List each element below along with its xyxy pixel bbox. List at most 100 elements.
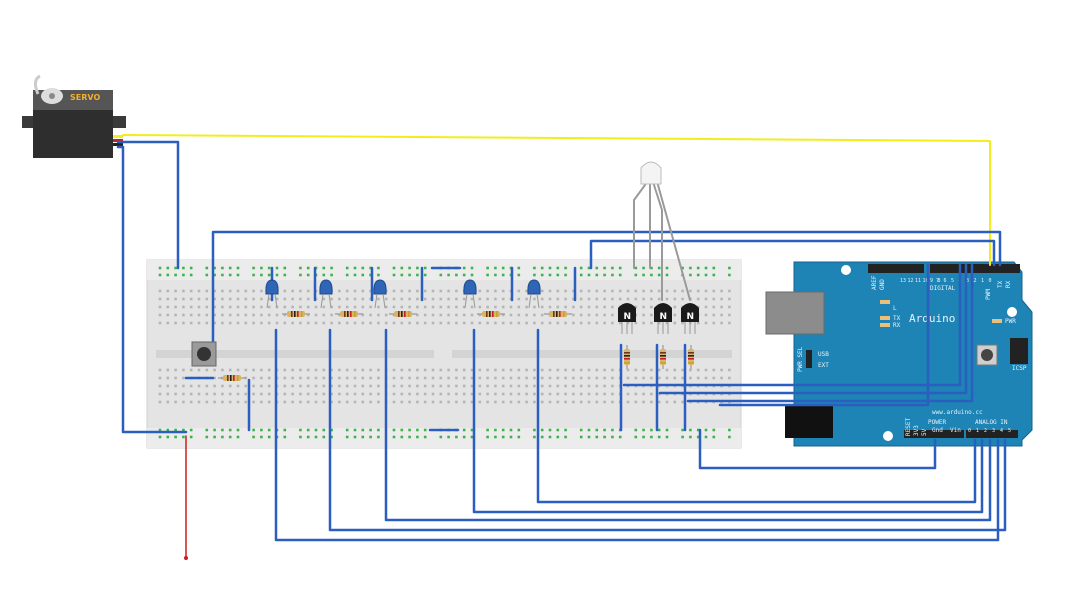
breadboard-hole [455, 289, 458, 293]
wire-servo-gnd [116, 145, 188, 434]
breadboard-hole [540, 384, 544, 388]
breadboard-hole [720, 321, 723, 325]
arduino-brand: Arduino [909, 312, 955, 325]
power-rail-hole [369, 273, 372, 277]
breadboard-hole [377, 400, 380, 404]
breadboard-hole [260, 384, 263, 388]
breadboard-hole [564, 376, 567, 380]
breadboard-hole [189, 313, 193, 317]
breadboard-hole [556, 305, 560, 309]
vin-label: Vin [950, 427, 961, 434]
breadboard-hole [416, 321, 419, 325]
capacitor-icon [373, 279, 387, 295]
breadboard-hole [338, 368, 341, 372]
breadboard-hole [431, 313, 435, 317]
power-rail-hole [564, 428, 567, 432]
power-rail-hole [392, 273, 396, 277]
power-rail-hole [322, 435, 326, 439]
breadboard-hole [462, 313, 466, 317]
digital-pin-number: 1 [981, 278, 984, 284]
resistor-band [660, 362, 666, 364]
breadboard-hole [369, 305, 372, 309]
breadboard-hole [392, 392, 396, 396]
breadboard-hole [494, 305, 497, 309]
breadboard-hole [275, 313, 279, 317]
breadboard-hole [650, 305, 653, 309]
power-rail-hole [689, 273, 692, 277]
breadboard-hole [197, 289, 201, 293]
power-rail-hole [501, 266, 505, 270]
breadboard-hole [338, 305, 341, 309]
breadboard-hole [166, 321, 170, 325]
breadboard-hole [572, 392, 575, 396]
breadboard-hole [197, 384, 201, 388]
wire-pwm-2 [658, 263, 968, 395]
breadboard-hole [291, 368, 294, 372]
breadboard-hole [400, 321, 404, 325]
breadboard-hole [384, 305, 388, 309]
power-rail-hole [533, 435, 536, 439]
breadboard-hole [728, 305, 731, 309]
power-rail-hole [696, 435, 700, 439]
breadboard-hole [283, 376, 287, 380]
power-rail-hole [392, 266, 396, 270]
breadboard-hole [345, 305, 349, 309]
breadboard-hole [369, 321, 372, 325]
power-rail-hole [400, 428, 404, 432]
digital-pin-number: 6 [944, 278, 947, 284]
breadboard-hole [564, 368, 567, 372]
power-rail-hole [377, 273, 380, 277]
breadboard-hole [228, 384, 232, 388]
breadboard-hole [322, 321, 326, 325]
breadboard-hole [579, 400, 583, 404]
breadboard-hole [369, 392, 372, 396]
tx-led [880, 316, 890, 320]
breadboard-hole [314, 305, 318, 309]
breadboard-hole [314, 376, 318, 380]
breadboard-hole [338, 321, 341, 325]
wires [116, 134, 1007, 560]
breadboard-hole [603, 400, 606, 404]
ext-label: EXT [818, 362, 829, 369]
breadboard-hole [611, 384, 614, 388]
power-rail-hole [189, 428, 193, 432]
breadboard-hole [696, 297, 700, 301]
breadboard-hole [704, 321, 708, 325]
breadboard-hole [603, 297, 606, 301]
breadboard-hole [244, 313, 248, 317]
breadboard-hole [486, 376, 489, 380]
breadboard-hole [197, 400, 201, 404]
power-rail-hole [548, 273, 552, 277]
breadboard-hole [174, 321, 177, 325]
power-rail-hole [681, 266, 684, 270]
breadboard-hole [197, 305, 201, 309]
breadboard-hole [377, 313, 380, 317]
breadboard-hole [626, 289, 630, 293]
breadboard-hole [330, 305, 333, 309]
breadboard-hole [291, 321, 294, 325]
breadboard-hole [447, 313, 450, 317]
power-rail-hole [579, 266, 583, 270]
breadboard-hole [540, 400, 544, 404]
breadboard-hole [455, 297, 458, 301]
breadboard-hole [408, 392, 411, 396]
power-rail-hole [501, 273, 505, 277]
power-rail-hole [501, 435, 505, 439]
breadboard-hole [189, 297, 193, 301]
breadboard-hole [673, 368, 677, 372]
breadboard-hole [470, 384, 474, 388]
breadboard-hole [603, 289, 606, 293]
breadboard-hole [548, 289, 552, 293]
breadboard-hole [189, 384, 193, 388]
analog-pin-number: 0 [968, 428, 971, 434]
power-rail-hole [275, 266, 279, 270]
breadboard-hole [595, 368, 599, 372]
breadboard-hole [182, 305, 185, 309]
power-rail-hole [252, 428, 255, 432]
breadboard-hole [470, 368, 474, 372]
wire-servo-power [116, 140, 180, 270]
breadboard-hole [244, 305, 248, 309]
breadboard-hole [221, 392, 224, 396]
breadboard-hole [447, 392, 450, 396]
power-rail-hole [400, 273, 404, 277]
